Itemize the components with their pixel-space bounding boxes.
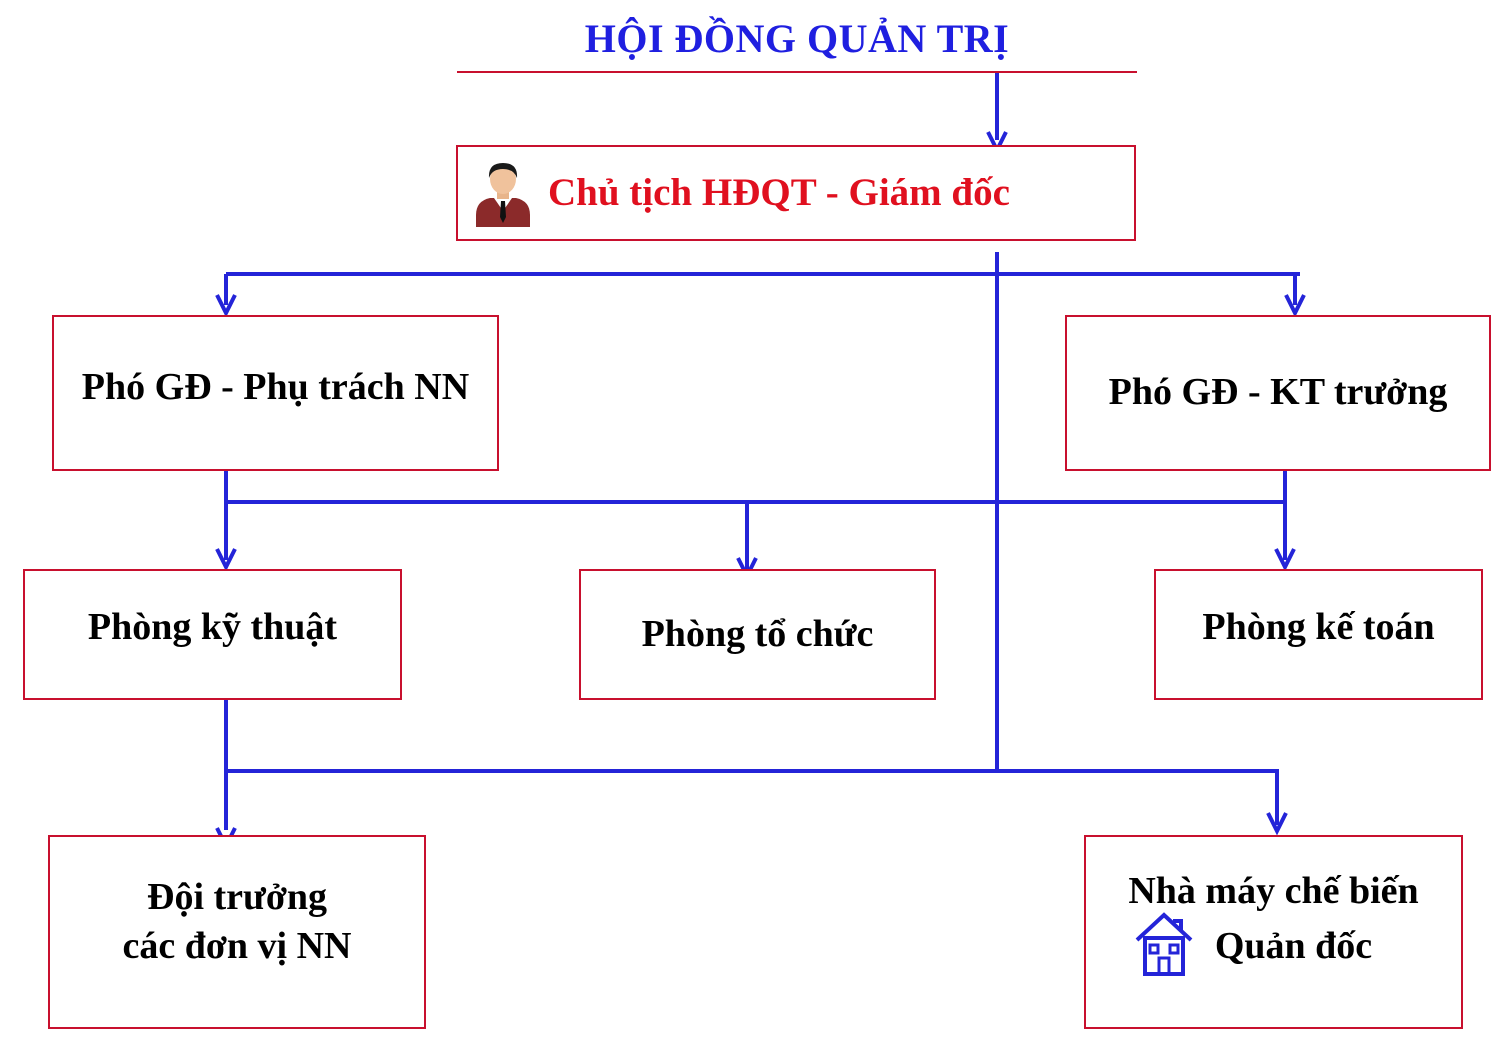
businessman-icon — [476, 163, 530, 227]
arrowhead-to-factory — [1266, 812, 1288, 836]
chairman-label: Chủ tịch HĐQT - Giám đốc — [548, 170, 1010, 214]
arrowhead-to-deputy-accountant — [1284, 294, 1306, 318]
connector-group — [224, 72, 1300, 830]
page-title: HỘI ĐỒNG QUẢN TRỊ — [584, 16, 1010, 61]
arrowhead-to-accounting-dept — [1274, 548, 1296, 572]
organization-dept-label: Phòng tổ chức — [641, 612, 874, 655]
deputy-accountant-label: Phó GĐ - KT trưởng — [1108, 371, 1448, 414]
node-deputy-director-chief-accountant: Phó GĐ - KT trưởng — [1065, 315, 1491, 471]
factory-line2: Quản đốc — [1214, 924, 1373, 967]
house-icon — [1135, 912, 1193, 977]
node-organization-department: Phòng tổ chức — [579, 569, 936, 700]
deputy-agriculture-label: Phó GĐ - Phụ trách NN — [81, 366, 470, 408]
node-technical-department: Phòng kỹ thuật — [23, 569, 402, 700]
arrowhead-to-technical-dept — [215, 548, 237, 572]
title-underline — [457, 71, 1137, 73]
accounting-dept-label: Phòng kế toán — [1202, 606, 1435, 648]
team-leader-line2: các đơn vị NN — [122, 925, 352, 968]
node-deputy-director-agriculture: Phó GĐ - Phụ trách NN — [52, 315, 499, 471]
arrowhead-to-deputy-agriculture — [215, 294, 237, 318]
team-leader-line1: Đội trưởng — [147, 876, 327, 918]
factory-line1: Nhà máy chế biến — [1128, 870, 1419, 912]
node-accounting-department: Phòng kế toán — [1154, 569, 1483, 700]
factory-manager-row: Quản đốc — [1135, 912, 1373, 977]
technical-dept-label: Phòng kỹ thuật — [87, 606, 338, 648]
node-chairman: Chủ tịch HĐQT - Giám đốc — [456, 145, 1136, 241]
node-processing-factory: Nhà máy chế biến Quản đốc — [1084, 835, 1463, 1029]
node-agriculture-team-leaders: Đội trưởng các đơn vị NN — [48, 835, 426, 1029]
